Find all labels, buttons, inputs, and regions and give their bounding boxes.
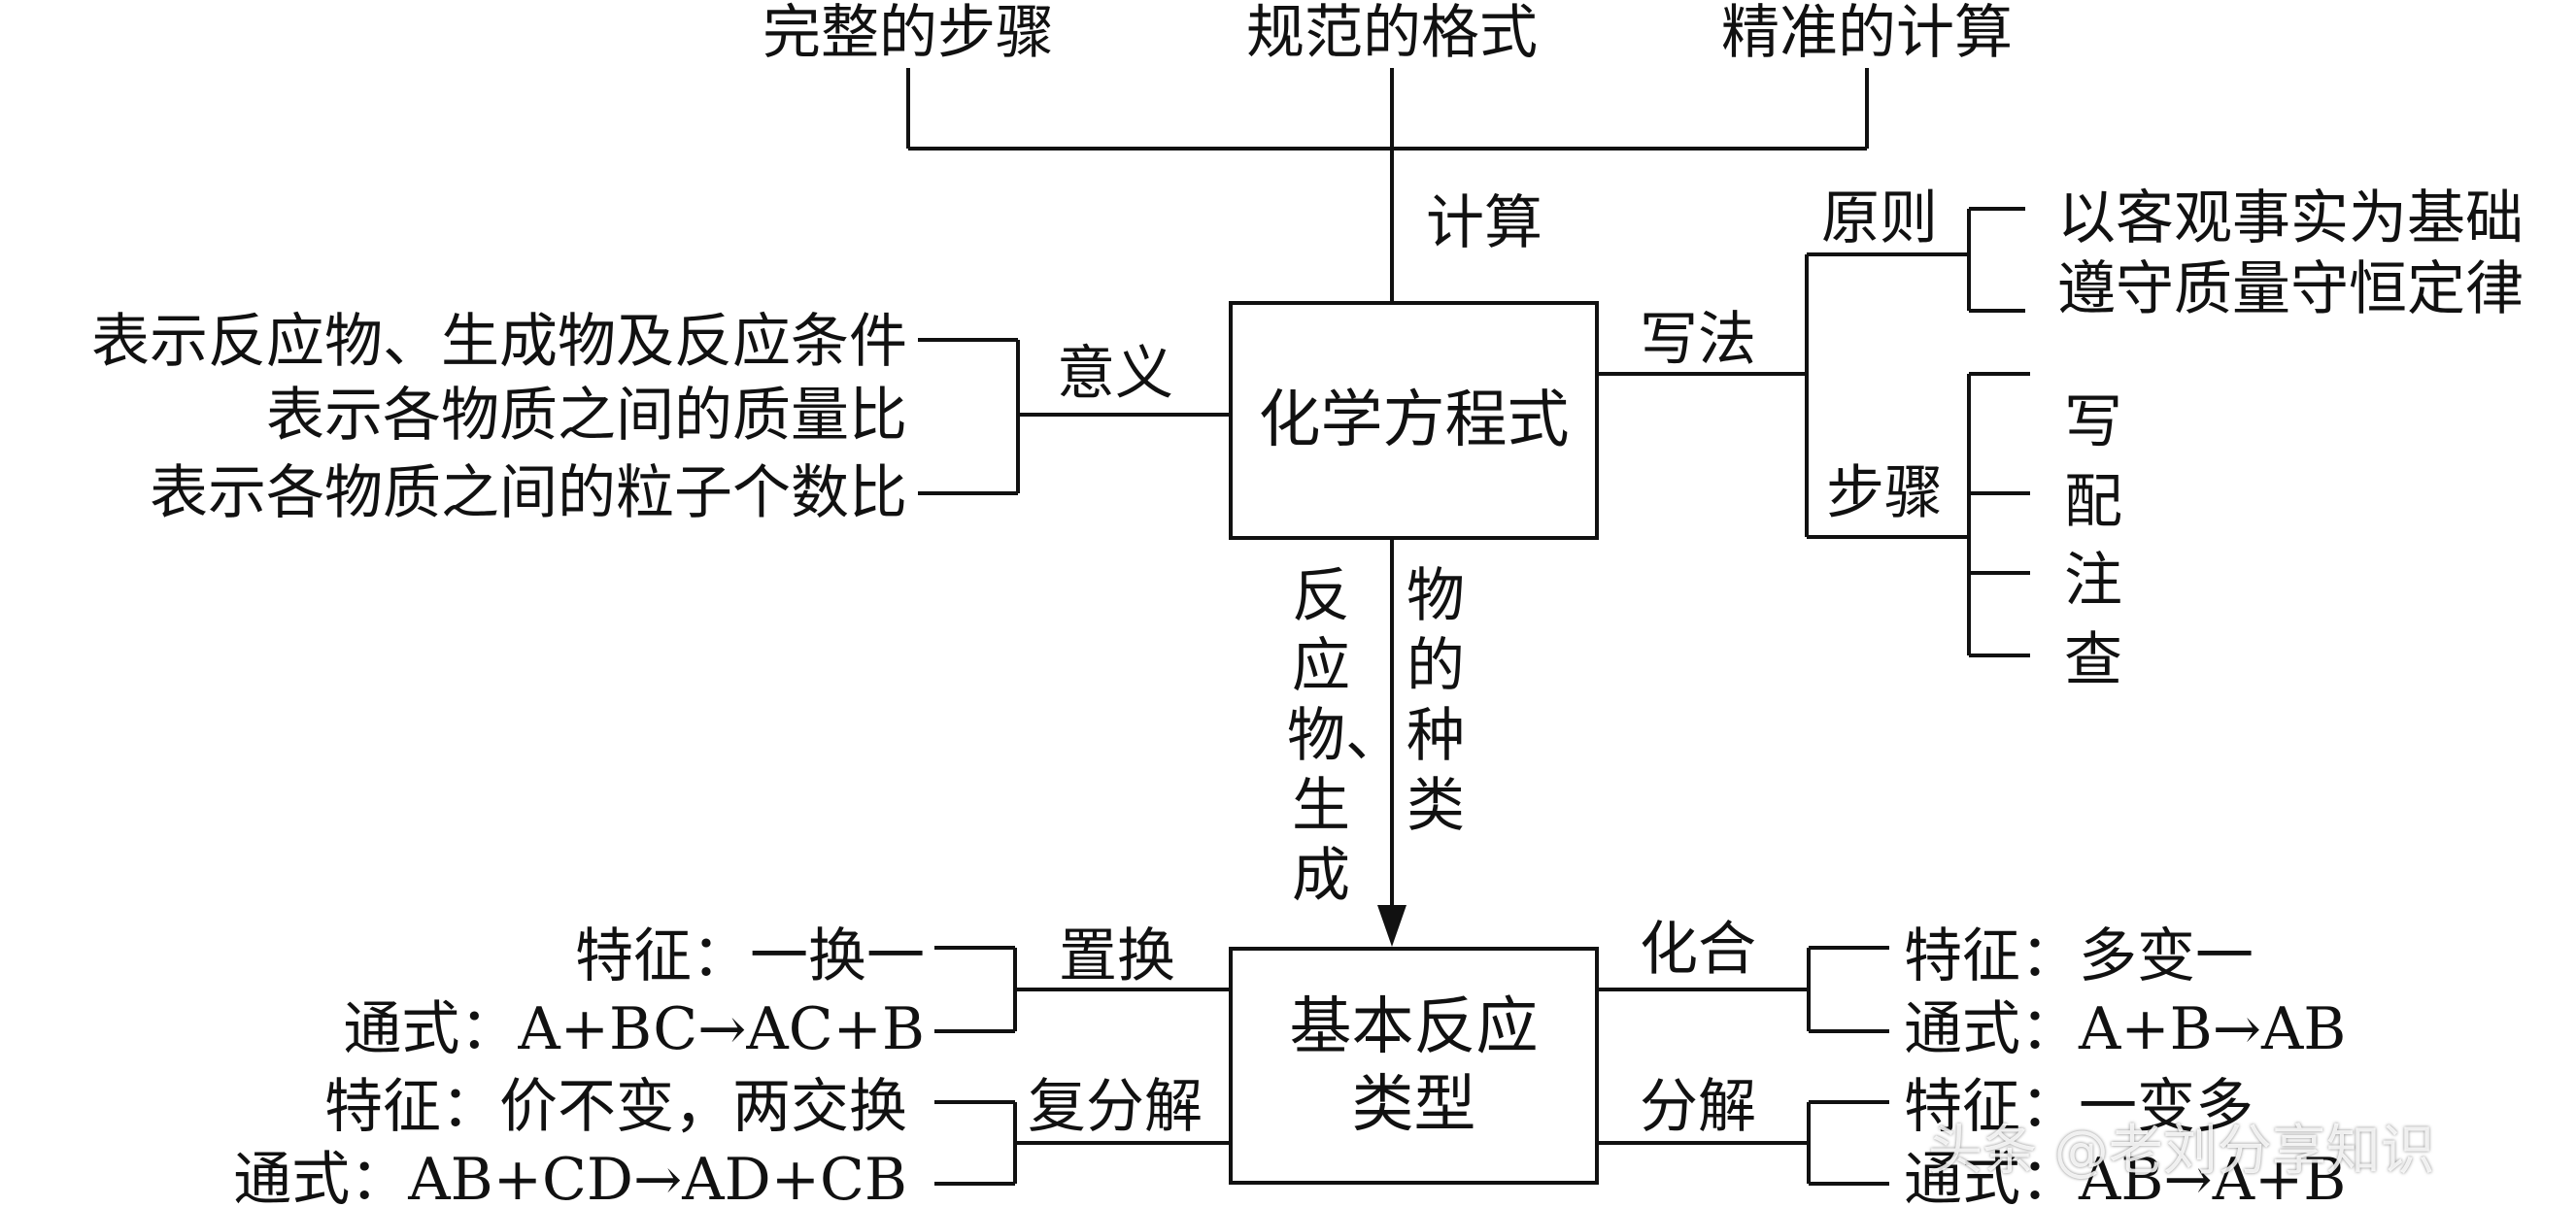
meaning-item-1: 表示反应物、生成物及反应条件 (91, 308, 907, 376)
decomposition-label: 分解 (1640, 1073, 1756, 1141)
principle-label: 原则 (1821, 184, 1938, 252)
displacement-formula: 通式：A+BC→AC+B (343, 995, 925, 1063)
step-balance: 配 (2064, 468, 2122, 536)
principle-item-2: 遵守质量守恒定律 (2057, 255, 2524, 323)
center-box-chemical-equation: 化学方程式 (1229, 301, 1599, 540)
step-write: 写 (2064, 388, 2122, 456)
arrow-head (1377, 905, 1407, 947)
writing-label: 写法 (1640, 306, 1756, 374)
step-annotate: 注 (2064, 547, 2122, 615)
arrow-label-substance-types: 物 的 种 类 (1407, 562, 1465, 840)
principle-item-1: 以客观事实为基础 (2057, 184, 2524, 252)
reaction-types-box: 基本反应 类型 (1229, 947, 1599, 1185)
decomposition-formula: 通式：AB→A+B (1904, 1146, 2347, 1207)
meaning-item-3: 表示各物质之间的粒子个数比 (150, 459, 907, 527)
top-item-calculation: 精准的计算 (1721, 0, 2013, 67)
calculation-label: 计算 (1426, 189, 1542, 257)
displacement-feature: 特征：一换一 (575, 922, 925, 990)
watermark: 头条 @老刘分享知识 (1928, 1120, 2435, 1183)
steps-label: 步骤 (1826, 459, 1943, 527)
meaning-item-2: 表示各物质之间的质量比 (266, 382, 907, 450)
top-item-steps: 完整的步骤 (763, 0, 1054, 67)
displacement-label: 置换 (1059, 922, 1175, 990)
combination-label: 化合 (1640, 916, 1756, 984)
top-item-format: 规范的格式 (1246, 0, 1538, 67)
center-title: 化学方程式 (1258, 385, 1570, 456)
step-check: 查 (2064, 626, 2122, 694)
reaction-types-title-line2: 类型 (1351, 1068, 1476, 1141)
decomposition-feature: 特征：一变多 (1904, 1073, 2254, 1141)
arrow-label-reactants-products: 反 应 物、 生 成 (1287, 562, 1404, 910)
combination-formula: 通式：A+B→AB (1904, 995, 2347, 1063)
double-decomposition-feature: 特征：价不变，两交换 (324, 1073, 907, 1141)
double-decomposition-label: 复分解 (1028, 1073, 1203, 1141)
reaction-types-title-line1: 基本反应 (1289, 990, 1539, 1063)
double-decomposition-formula: 通式：AB+CD→AD+CB (233, 1146, 907, 1207)
combination-feature: 特征：多变一 (1904, 922, 2254, 990)
meaning-label: 意义 (1057, 340, 1173, 408)
